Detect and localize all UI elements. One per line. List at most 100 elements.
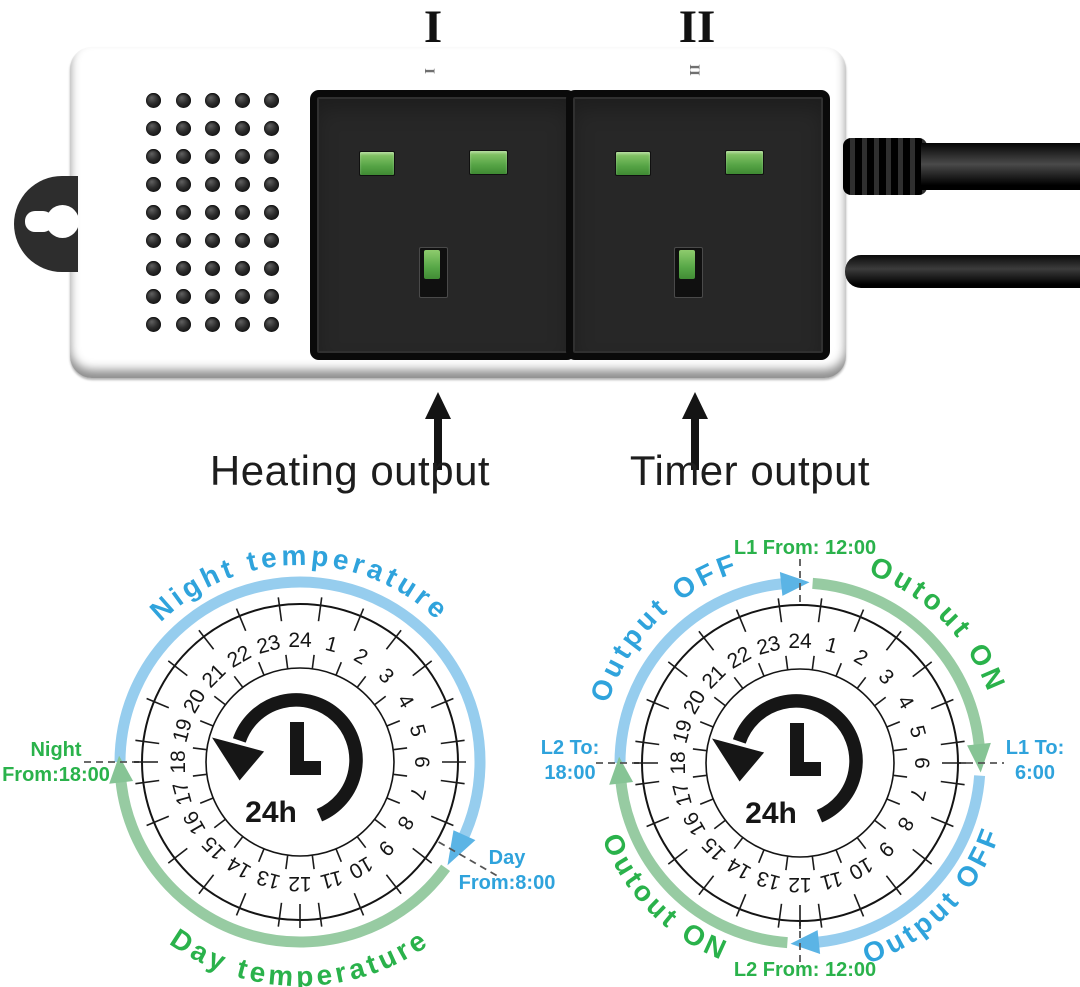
sensor-cable-bottom [845,255,1080,288]
heating-arrow-icon [425,392,451,419]
vent-hole [234,177,250,192]
vent-hole [264,177,279,192]
vent-hole [205,289,220,304]
heating-output-label: Heating output [209,447,491,494]
vent-hole [146,205,161,220]
night-arc [114,576,486,844]
on-arc-top-right [812,577,986,751]
svg-text:12: 12 [788,873,811,896]
svg-text:5: 5 [905,723,930,740]
day-from-label: Day From:8:00 [458,847,556,894]
svg-text:1: 1 [823,633,840,658]
timer-arrow-stem [691,416,699,470]
vent-hole [205,205,220,220]
l1-to-label: L1 To: 6:00 [1005,737,1065,784]
socket1-numeral: I [423,1,443,53]
dial-inner-circle [205,667,395,857]
vent-hole [175,289,191,304]
vent-hole [175,121,191,136]
vent-hole [234,261,250,276]
night-from-label: Night From:18:00 [2,739,110,786]
l1-from-arrow-icon [779,572,810,596]
vent-hole [175,317,191,332]
vent-hole [264,233,279,248]
socket2-numeral: II [678,1,716,53]
vent-hole [234,289,250,304]
socket2-slot-right [725,150,764,175]
vent-hole [205,233,220,248]
socket2-slot-earth [674,247,703,298]
timer-arrow-icon [682,392,708,419]
off-arc-top-left [614,577,788,764]
night-arc-arrow-icon [447,830,476,866]
vent-hole [264,149,279,164]
socket1-slot-right [469,150,508,175]
vent-hole [234,93,250,108]
vent-hole [264,205,279,220]
vent-hole [264,289,279,304]
vent-hole [146,289,161,304]
socket1-slot-left [359,151,395,176]
socket1-slot-earth [419,247,448,298]
vent-hole [146,121,161,136]
vent-hole [175,177,191,192]
svg-text:18: 18 [667,751,690,774]
vent-hole [264,121,279,136]
socket2-molded-mark: II [685,64,702,76]
vent-hole [264,317,279,332]
heating-socket [310,90,576,360]
vent-hole [234,149,250,164]
socket2-slot-left [615,151,651,176]
vent-hole [146,177,161,192]
timer-socket [566,90,830,360]
vent-hole [175,261,191,276]
vent-hole [234,205,250,220]
power-cable-top [921,143,1080,190]
day-temperature-curved-label: Day temperature [165,923,435,987]
vent-hole [205,261,220,276]
vent-hole [205,177,220,192]
vent-hole [234,233,250,248]
day-start-dash [427,835,498,877]
heating-arrow-stem [434,416,442,470]
dial-inner-circle [705,668,895,858]
heating-clock-diagram: 24h 241234567891011121314151617181920212… [84,540,498,987]
l2-to-label: L2 To: 18:00 [540,737,600,784]
l2-from-arrow-icon [790,930,821,954]
vent-hole [146,93,161,108]
svg-text:12: 12 [288,872,311,895]
vent-hole [146,317,161,332]
off-arc-bottom-right [812,775,986,949]
on-arc-bottom-left [614,775,788,949]
day-arc [114,774,451,948]
svg-text:6: 6 [910,757,933,769]
vent-hole [146,149,161,164]
svg-text:24: 24 [788,630,812,653]
svg-text:1: 1 [323,632,340,657]
vent-hole [205,317,220,332]
vent-hole [234,121,250,136]
svg-text:7: 7 [905,786,930,803]
vent-hole [175,149,191,164]
vent-hole [175,205,191,220]
l1-to-arrow-icon [967,742,991,773]
vent-hole [175,93,191,108]
socket1-molded-mark: I [420,68,437,74]
l1-from-label: L1 From: 12:00 [733,537,877,559]
vent-hole [175,233,191,248]
l2-to-arrow-icon [609,756,634,785]
timer-output-label: Timer output [629,447,871,494]
vent-hole [146,233,161,248]
svg-text:6: 6 [410,756,433,768]
vent-hole [205,121,220,136]
vent-hole [205,149,220,164]
svg-text:5: 5 [405,722,430,739]
vent-hole [146,261,161,276]
l2-from-label: L2 From: 12:00 [733,959,877,981]
day-arc-arrow-icon [109,755,134,784]
vent-hole [234,317,250,332]
cable-strain-relief [843,138,927,195]
vent-hole [264,261,279,276]
